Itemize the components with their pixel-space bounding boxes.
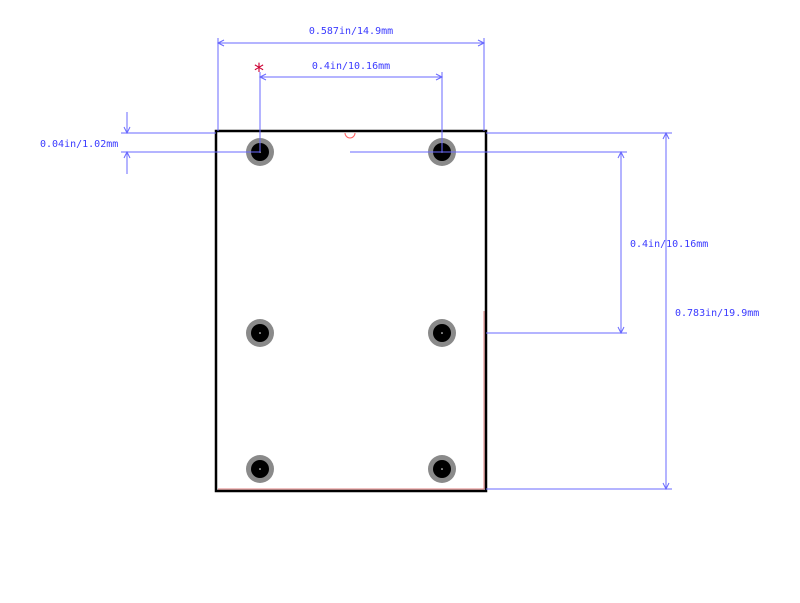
pitch-horizontal-label: 0.4in/10.16mm: [312, 61, 390, 72]
overall-height-label: 0.783in/19.9mm: [675, 308, 759, 319]
pad-5: [246, 455, 274, 483]
orientation-notch: [344, 132, 356, 139]
dimension-pitch-horizontal: 0.4in/10.16mm: [258, 61, 444, 152]
dimension-overall-height: 0.783in/19.9mm: [486, 131, 759, 491]
dimension-edge-offset: 0.04in/1.02mm: [40, 112, 260, 174]
dimension-pitch-vertical: 0.4in/10.16mm: [486, 150, 708, 335]
dimension-overall-width: 0.587in/14.9mm: [216, 26, 486, 131]
component-body-outline: [214, 129, 488, 493]
pad-4: [428, 319, 456, 347]
pad-3: [246, 319, 274, 347]
pin1-marker: *: [254, 59, 264, 83]
pitch-vertical-label: 0.4in/10.16mm: [630, 239, 708, 250]
edge-offset-label: 0.04in/1.02mm: [40, 139, 118, 150]
pad-6: [428, 455, 456, 483]
overall-width-label: 0.587in/14.9mm: [309, 26, 393, 37]
